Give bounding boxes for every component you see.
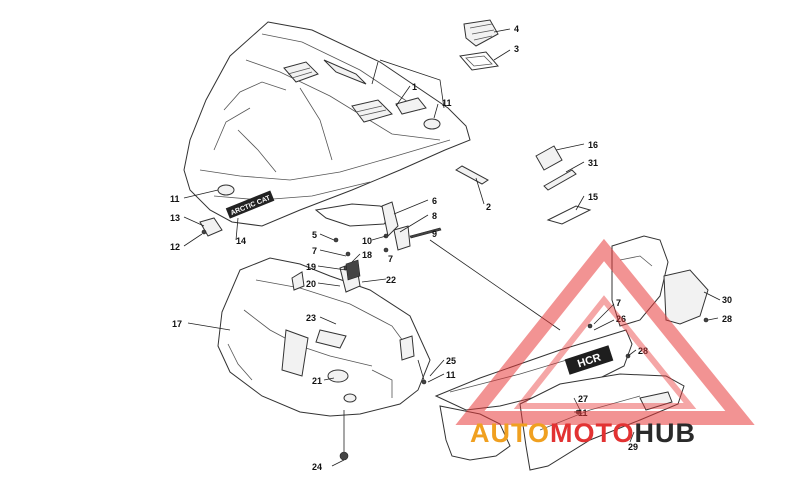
callout-16: 16 — [588, 140, 598, 150]
callout-9: 9 — [432, 229, 437, 239]
callout-23: 23 — [306, 313, 316, 323]
callout-31: 31 — [588, 158, 598, 168]
callout-1: 1 — [412, 82, 417, 92]
callout-4: 4 — [514, 24, 519, 34]
callout-26: 26 — [616, 314, 626, 324]
callout-21: 21 — [312, 376, 322, 386]
upper-side-panel — [611, 235, 709, 327]
callout-11b: 11 — [170, 194, 180, 204]
callout-12: 12 — [170, 242, 180, 252]
callout-28: 28 — [638, 346, 648, 356]
callout-7b: 7 — [388, 254, 393, 264]
callout-18: 18 — [362, 250, 372, 260]
callout-30: 30 — [722, 295, 732, 305]
weatherstrip — [455, 165, 489, 185]
callout-24: 24 — [312, 462, 322, 472]
assembly-lines — [343, 59, 561, 452]
callout-labels: 1 2 3 4 5 6 7 7 7 8 9 10 11 11 11 11 12 … — [170, 24, 732, 472]
watermark-moto: MOTO — [550, 418, 635, 448]
leader-lines — [183, 28, 721, 467]
callout-15: 15 — [588, 192, 598, 202]
tray-liner — [546, 205, 592, 225]
callout-7: 7 — [312, 246, 317, 256]
watermark-hub: HUB — [634, 418, 697, 448]
callout-7c: 7 — [616, 298, 621, 308]
callout-3: 3 — [514, 44, 519, 54]
callout-14: 14 — [236, 236, 246, 246]
callout-5: 5 — [312, 230, 317, 240]
callout-22: 22 — [386, 275, 396, 285]
callout-11: 11 — [442, 98, 452, 108]
callout-2: 2 — [486, 202, 491, 212]
hood-bracket — [314, 201, 411, 251]
watermark-logo — [455, 238, 755, 425]
callout-8: 8 — [432, 211, 437, 221]
callout-13: 13 — [170, 213, 180, 223]
callout-20: 20 — [306, 279, 316, 289]
vent-cover — [463, 19, 499, 47]
callout-28b: 28 — [722, 314, 732, 324]
glove-box — [217, 257, 431, 417]
callout-17: 17 — [172, 319, 182, 329]
watermark-text: AUTOMOTOHUB — [470, 418, 696, 449]
vent-gasket — [459, 51, 499, 71]
storage-lid — [535, 145, 563, 171]
callout-11c: 11 — [446, 370, 456, 380]
callout-27: 27 — [578, 394, 588, 404]
callout-6: 6 — [432, 196, 437, 206]
callout-10: 10 — [362, 236, 372, 246]
hood: ARCTIC CAT — [183, 21, 471, 227]
watermark-auto: AUTO — [470, 418, 551, 448]
callout-29: 29 — [628, 442, 638, 452]
callout-25: 25 — [446, 356, 456, 366]
callout-19: 19 — [306, 262, 316, 272]
tool-wrench — [543, 169, 577, 191]
